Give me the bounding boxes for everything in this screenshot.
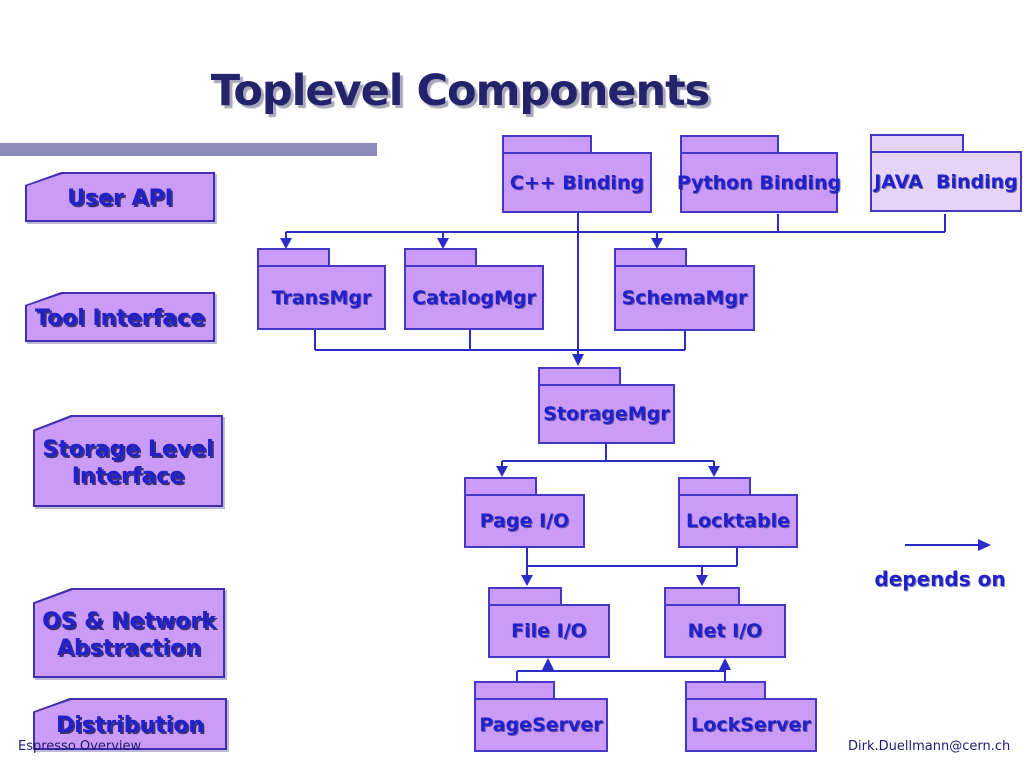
plaque-fill [35,417,221,505]
layer-label: OS & Network Abstraction [42,608,216,662]
package-body: LockServer [685,698,817,752]
plaque-fill [35,700,225,748]
package-body: StorageMgr [538,384,675,444]
package-label: File I/O [511,620,587,642]
package-body: Net I/O [664,604,786,658]
layer-label: Distribution [55,713,205,739]
edge-storagemgr-to-io [501,444,715,467]
package-body: Page I/O [464,494,585,548]
package-body: C++ Binding [502,152,652,213]
depends-on-label: depends on [874,567,1006,591]
plaque-fill [35,590,223,676]
package-body: PageServer [474,698,608,752]
arrowheads [280,238,991,670]
edge-managers-to-storagemgr [314,330,686,351]
layer-plaque-storage-level-interface: Storage Level Interface [33,415,223,507]
package-label: Net I/O [687,620,763,642]
layer-plaque-user-api: User API [25,172,215,222]
package-body: TransMgr [257,265,386,330]
layer-plaque-distribution: Distribution [33,698,227,750]
package-body: CatalogMgr [404,265,544,330]
package-label: TransMgr [271,286,372,309]
package-label: Locktable [686,510,790,532]
edge-servers-to-io [516,668,726,682]
package-body: Locktable [678,494,798,548]
package-label: LockServer [691,714,811,736]
package-body: File I/O [488,604,610,658]
layer-label: User API [67,186,173,212]
title-divider-bar [0,143,377,156]
layer-plaque-os-network-abstraction: OS & Network Abstraction [33,588,225,678]
edge-pageio-locktable-to-fileio-netio [526,548,738,576]
package-label: JAVA Binding [874,170,1018,193]
package-label: Python Binding [676,171,842,194]
page-title: Toplevel Components [210,66,711,116]
package-label: Page I/O [479,510,570,532]
edge-bindings-to-managers [285,214,946,239]
package-label: C++ Binding [509,171,645,194]
layer-label: Storage Level Interface [42,436,214,490]
package-label: CatalogMgr [412,286,536,309]
plaque-fill [27,174,213,220]
layer-label: Tool Interface [34,306,206,332]
package-label: PageServer [479,714,603,736]
layer-plaque-tool-interface: Tool Interface [25,292,215,342]
footer-author-email: Dirk.Duellmann@cern.ch [848,739,1011,754]
package-body: SchemaMgr [614,265,755,331]
plaque-fill [27,294,213,340]
package-label: StorageMgr [543,403,670,425]
package-label: SchemaMgr [621,287,748,309]
footer-presentation-title: Espresso Overview [18,739,142,754]
package-body: JAVA Binding [870,151,1022,212]
package-body: Python Binding [676,152,842,213]
